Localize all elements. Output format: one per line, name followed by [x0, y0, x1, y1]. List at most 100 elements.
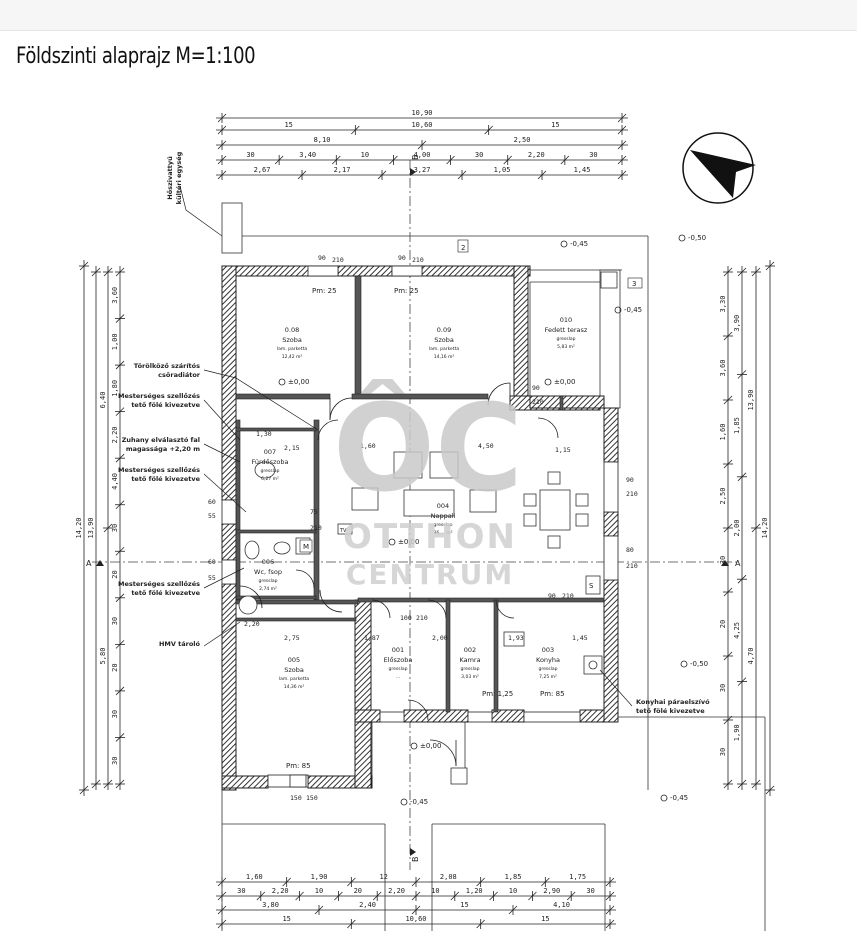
- room-area: 14,36 m²: [284, 684, 305, 690]
- armchair-side-right: [469, 489, 497, 513]
- section-markers: B B A A: [86, 155, 741, 863]
- inner-dimension-label: 2,15: [284, 444, 300, 452]
- dim-bot2-label: 10: [431, 887, 439, 895]
- note-text: HMV tároló: [159, 640, 201, 648]
- dim-top2-label: 10,60: [411, 121, 432, 129]
- wall-segment: [354, 599, 372, 789]
- level-symbol: [560, 240, 568, 248]
- watermark-line2: CENTRUM: [346, 558, 514, 591]
- room-id: 001: [392, 646, 404, 654]
- dim-bot3-label: 3,80: [262, 901, 279, 909]
- note-text: tető fölé kivezetve: [131, 400, 200, 409]
- dim-right-b-label: 20: [719, 620, 727, 628]
- dim-bot4-label: 15: [282, 915, 290, 923]
- level-label: -0,45: [670, 794, 688, 802]
- dim-bot4-label: 10,60: [405, 915, 426, 923]
- dim-top5-label: 1,45: [574, 166, 591, 174]
- dim-bot2-label: 30: [586, 887, 594, 895]
- room-id: 0.09: [437, 326, 451, 334]
- level-markers: ±0,00±0,00±0,00±0,00-0,45-0,50-0,45-0,50…: [278, 234, 708, 806]
- dim-left-b-label: 20: [111, 663, 119, 671]
- level-symbol: [680, 660, 688, 668]
- armchair-right: [429, 451, 459, 479]
- room-id: 010: [560, 316, 572, 324]
- interior-wall: [235, 419, 241, 601]
- dim-bot1-label: 12: [379, 873, 387, 881]
- dim-top4-label: 10: [361, 151, 369, 159]
- room-area: 12,42 m²: [282, 354, 303, 360]
- pm-marker: Pm: 1,25: [482, 690, 513, 698]
- room-floor: gresslap: [259, 578, 278, 584]
- room-floor: lam. parketta: [279, 676, 309, 682]
- room-area: 7,25 m²: [539, 674, 557, 680]
- tv-unit: [337, 523, 353, 535]
- interior-wall: [351, 393, 489, 400]
- watermark-line1: OTTHON: [343, 517, 517, 557]
- dim-left-mid-label: 13,90: [87, 517, 95, 538]
- dim-right-b-label: 30: [719, 748, 727, 756]
- dim-bot3-label: 15: [460, 901, 468, 909]
- inner-dimension-label: 75: [310, 508, 318, 516]
- dimension-lines: [79, 113, 775, 929]
- interior-wall: [354, 275, 362, 397]
- room-id: 005: [288, 656, 300, 664]
- wall-segment: [354, 709, 381, 723]
- room-id: 006: [262, 558, 274, 566]
- level-symbol: [678, 234, 686, 242]
- dim-bot2-label: 10: [509, 887, 517, 895]
- dim-top5-label: 3,27: [414, 166, 431, 174]
- wall-segment: [221, 583, 237, 791]
- dim-left-b-label: 30: [111, 617, 119, 625]
- coffee-table: [403, 489, 455, 517]
- room-area: 3,03 m²: [461, 674, 479, 680]
- inner-dimension-label: 100: [400, 614, 412, 622]
- dim-right-b-label: 3,60: [719, 360, 727, 377]
- interior-wall: [235, 529, 317, 534]
- level-symbol: [388, 538, 396, 546]
- toilet: [244, 540, 260, 560]
- dim-top4-label: 30: [589, 151, 597, 159]
- dim-left-b-label: 30: [111, 757, 119, 765]
- armchair-left: [393, 451, 423, 479]
- dim-bot1-label: 1,60: [246, 873, 263, 881]
- heat-pump-unit: [221, 202, 243, 254]
- room-name: Nappali: [431, 512, 456, 520]
- top-bar: [0, 0, 857, 31]
- note-text: csőradiátor: [158, 370, 201, 379]
- leader-line: [203, 399, 241, 441]
- watermark: ÔC OTTHON CENTRUM: [333, 379, 523, 591]
- room-floor: gresslap: [261, 468, 280, 474]
- room-id: 007: [264, 448, 276, 456]
- dim-left-b-label: 1,00: [111, 333, 119, 350]
- dim-right-a-label: 3,90: [733, 315, 741, 332]
- dim-left-b-label: 1,80: [111, 380, 119, 397]
- room-name: Fürdőszoba: [251, 457, 288, 466]
- wall-segment: [221, 265, 237, 501]
- dim-left-b-label: 4,40: [111, 473, 119, 490]
- inner-dimension-label: 150: [306, 794, 318, 802]
- room-id: 002: [464, 646, 476, 654]
- interior-wall: [357, 597, 605, 603]
- inner-dimension-label: 55: [208, 574, 216, 582]
- dim-top3-label: 2,50: [514, 136, 531, 144]
- room-id: 004: [437, 502, 449, 510]
- dim-bot1-label: 1,75: [569, 873, 586, 881]
- axis-a-left-label: A: [86, 559, 92, 568]
- inner-dimension-label: 150: [290, 794, 302, 802]
- dim-right-b-label: 1,60: [719, 424, 727, 441]
- dim-right-b-label: 3,30: [719, 296, 727, 313]
- interior-walls: [235, 275, 605, 713]
- inner-dimension-label: 1,93: [508, 634, 524, 642]
- dim-bot2-label: 10: [315, 887, 323, 895]
- inner-dimension-label: 1,45: [572, 634, 588, 642]
- inner-dimension-label: 2,20: [244, 620, 260, 628]
- room-area: ...: [396, 675, 400, 680]
- dim-bot2-label: 20: [354, 887, 362, 895]
- axis-b-bottom-label: B: [411, 857, 420, 863]
- note-text: Mesterséges szellőzés: [118, 579, 200, 588]
- dim-right-b-label: 2,50: [719, 488, 727, 505]
- wall-segment: [603, 511, 619, 537]
- inner-dimension-label: 55: [208, 512, 216, 520]
